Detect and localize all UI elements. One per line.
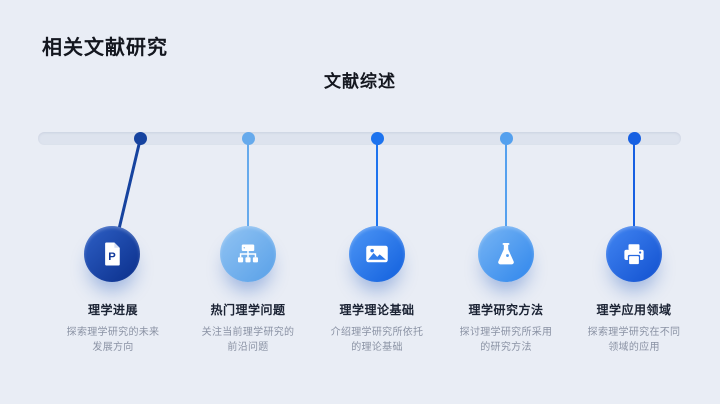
icon-circle xyxy=(349,226,405,282)
item-text-block: 理学研究方法 探讨理学研究所采用的研究方法 xyxy=(436,301,576,355)
timeline-dot xyxy=(133,131,147,145)
icon-circle xyxy=(478,226,534,282)
item-title: 理学应用领域 xyxy=(596,303,672,317)
printer-icon xyxy=(624,244,644,265)
item-text-block: 理学进展 探索理学研究的未来发展方向 xyxy=(43,301,183,355)
icon-circle xyxy=(220,226,276,282)
image-icon xyxy=(366,245,388,263)
connector-line xyxy=(375,138,379,254)
connector-line xyxy=(632,138,636,254)
powerpoint-file-icon: P xyxy=(105,242,120,266)
timeline-dot xyxy=(627,131,641,145)
timeline-bar xyxy=(38,132,681,145)
item-text-block: 理学理论基础 介绍理学研究所依托的理论基础 xyxy=(307,301,447,355)
icon-circle: P xyxy=(84,226,140,282)
item-description: 探索理学研究在不同领域的应用 xyxy=(587,327,681,353)
item-title: 热门理学问题 xyxy=(210,303,286,317)
timeline-dot xyxy=(370,131,384,145)
item-description: 探讨理学研究所采用的研究方法 xyxy=(459,327,553,353)
item-title: 理学研究方法 xyxy=(468,303,544,317)
item-text-block: 理学应用领域 探索理学研究在不同领域的应用 xyxy=(564,301,704,355)
item-text-block: 热门理学问题 关注当前理学研究的前沿问题 xyxy=(178,301,318,355)
item-title: 理学进展 xyxy=(87,303,138,317)
section-subtitle: 文献综述 xyxy=(324,72,396,91)
connector-line xyxy=(246,138,250,254)
timeline-dot xyxy=(241,131,255,145)
connector-line xyxy=(504,138,508,254)
item-description: 关注当前理学研究的前沿问题 xyxy=(201,327,295,353)
item-description: 探索理学研究的未来发展方向 xyxy=(66,327,160,353)
svg-text:P: P xyxy=(108,251,116,263)
timeline-dot xyxy=(499,131,513,145)
sitemap-icon xyxy=(238,244,258,263)
page-title: 相关文献研究 xyxy=(42,37,168,59)
flask-icon xyxy=(498,243,514,265)
item-description: 介绍理学研究所依托的理论基础 xyxy=(330,327,424,353)
item-title: 理学理论基础 xyxy=(339,303,415,317)
icon-circle xyxy=(606,226,662,282)
